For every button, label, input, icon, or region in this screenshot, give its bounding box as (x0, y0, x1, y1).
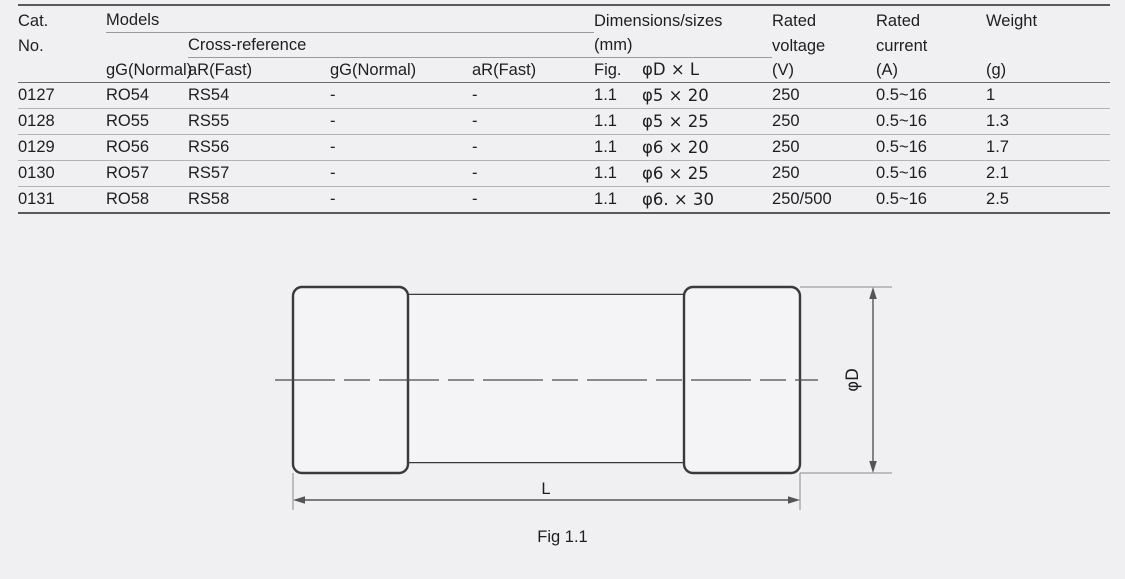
header-rated-voltage-line2: voltage (772, 36, 826, 55)
cell-dimension: φ6 × 25 (642, 160, 773, 187)
cell-weight: 2.1 (986, 160, 1111, 187)
cell-weight: 2.5 (986, 186, 1111, 214)
cell-rated-voltage: 250 (772, 134, 877, 161)
header-models-ar: aR(Fast) (188, 57, 330, 83)
header-cat-line2: No. (18, 36, 44, 55)
cell-model-ar: RS55 (188, 108, 330, 135)
cell-xref-gg: - (330, 134, 472, 161)
header-rated-current-line1: Rated (876, 4, 987, 33)
spec-table-container: Cat. Models Dimensions/sizes Rated Rated… (18, 4, 1111, 214)
cell-cat-no: 0127 (18, 86, 55, 104)
header-weight-line1: Weight (986, 4, 1111, 33)
cell-cat-no: 0130 (18, 160, 106, 187)
cell-rated-current: 0.5~16 (876, 160, 987, 187)
cell-model-gg: RO54 (106, 86, 150, 104)
cell-model-ar: RS58 (188, 186, 330, 214)
table-header-row-1: Cat. Models Dimensions/sizes Rated Rated… (18, 4, 1111, 33)
arrowhead-length-left (293, 496, 305, 504)
cell-rated-voltage: 250 (772, 160, 877, 187)
cell-rated-voltage: 250 (772, 108, 877, 135)
cell-fig: 1.1 (594, 160, 643, 187)
cell-xref-ar: - (472, 160, 595, 187)
header-xref-gg: gG(Normal) (330, 57, 472, 83)
cell-cat-no: 0128 (18, 108, 106, 135)
header-cross-reference-group: Cross-reference (188, 32, 595, 58)
cell-rated-voltage: 250/500 (772, 186, 877, 214)
cell-fig: 1.1 (594, 108, 643, 135)
cell-model-gg: RO58 (106, 186, 188, 214)
cell-rated-current: 0.5~16 (876, 134, 987, 161)
cell-model-gg: RO55 (106, 108, 188, 135)
header-weight-unit: (g) (986, 57, 1111, 83)
header-voltage-unit: (V) (772, 57, 877, 83)
cell-xref-ar: - (472, 186, 595, 214)
header-current-unit: (A) (876, 57, 987, 83)
header-weight-spacer (986, 33, 1110, 58)
cell-xref-gg: - (330, 186, 472, 214)
cell-weight: 1 (986, 86, 996, 104)
header-fig: Fig. (594, 57, 643, 83)
header-models-gg: gG(Normal) (106, 57, 192, 83)
arrowhead-diameter-top (869, 287, 877, 299)
header-dimensions-group-line1: Dimensions/sizes (594, 4, 773, 33)
cell-xref-gg: - (330, 108, 472, 135)
arrowhead-diameter-bottom (869, 461, 877, 473)
header-dimension-formula: φD × L (642, 57, 773, 83)
fuse-dimension-drawing: φD L (0, 258, 1125, 518)
cell-fig: 1.1 (594, 134, 643, 161)
header-dimensions-group-line2: (mm) (594, 32, 773, 58)
cell-dimension: φ6 × 20 (642, 134, 773, 161)
header-models-spacer (106, 33, 188, 58)
cell-dimension: φ5 × 20 (642, 86, 709, 105)
diameter-label: φD (843, 368, 862, 392)
cell-model-gg: RO56 (106, 134, 188, 161)
table-header-row-2: No. Cross-reference (mm) voltage current (18, 32, 1110, 58)
cell-rated-current: 0.5~16 (876, 186, 987, 214)
header-xref-ar: aR(Fast) (472, 57, 595, 83)
cell-xref-gg: - (330, 86, 336, 104)
cell-xref-ar: - (472, 134, 595, 161)
cell-model-ar: RS56 (188, 134, 330, 161)
cell-dimension: φ6. × 30 (642, 186, 773, 214)
cell-fig: 1.1 (594, 86, 617, 104)
cell-xref-ar: - (472, 108, 595, 135)
cell-model-gg: RO57 (106, 160, 188, 187)
cell-rated-current: 0.5~16 (876, 108, 987, 135)
table-header-row-3: gG(Normal) aR(Fast) gG(Normal) aR(Fast) … (18, 57, 1111, 83)
cell-model-ar: RS54 (188, 86, 230, 104)
header-cat-spacer (18, 57, 106, 83)
header-rated-current-line2: current (876, 36, 928, 55)
table-row: 0127 RO54 RS54 - - 1.1 φ5 × 20 250 0.5~16 1 (18, 83, 1110, 109)
cell-rated-current: 0.5~16 (876, 86, 927, 104)
figure-caption: Fig 1.1 (537, 528, 588, 546)
cell-rated-voltage: 250 (772, 86, 800, 104)
cell-dimension: φ5 × 25 (642, 108, 773, 135)
cell-model-ar: RS57 (188, 160, 330, 187)
arrowhead-length-right (788, 496, 800, 504)
cell-weight: 1.7 (986, 134, 1111, 161)
cell-cat-no: 0129 (18, 134, 106, 161)
fuse-spec-table: Cat. Models Dimensions/sizes Rated Rated… (18, 4, 1111, 214)
header-models-group: Models (106, 4, 595, 33)
fuse-body-fill (352, 295, 742, 462)
cell-xref-ar: - (472, 86, 478, 104)
cell-xref-gg: - (330, 160, 472, 187)
header-rated-voltage-line1: Rated (772, 4, 877, 33)
length-label: L (541, 480, 550, 498)
header-cat-line1: Cat. (18, 4, 106, 33)
cell-weight: 1.3 (986, 108, 1111, 135)
cell-cat-no: 0131 (18, 186, 106, 214)
cell-fig: 1.1 (594, 186, 643, 214)
